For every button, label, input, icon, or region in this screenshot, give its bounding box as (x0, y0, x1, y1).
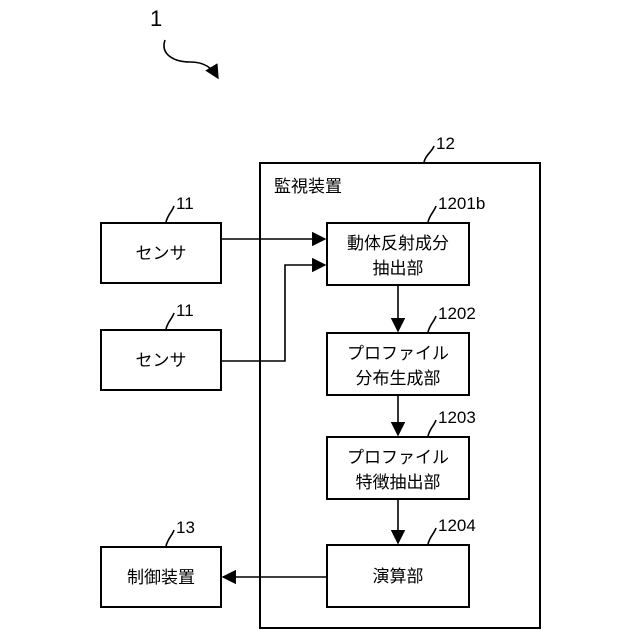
profile-feature-extractor-line2: 特徴抽出部 (356, 473, 441, 493)
control-device-ref: 13 (176, 518, 195, 537)
profile-distribution-generator-line2: 分布生成部 (356, 369, 441, 389)
sensor-label-1: センサ (136, 244, 187, 264)
sensor-ref-2: 11 (176, 301, 194, 320)
sensor-ref-1: 11 (176, 194, 194, 213)
control-device-label: 制御装置 (127, 568, 195, 588)
figure-reference-arrow (164, 40, 218, 78)
arithmetic-unit-label: 演算部 (373, 567, 424, 587)
monitoring-device-ref: 12 (436, 134, 455, 153)
moving-reflection-extractor-line1: 動体反射成分 (347, 234, 449, 254)
moving-reflection-extractor-line2: 抽出部 (373, 259, 424, 279)
control-device-ref-leader (166, 530, 174, 546)
block-1202-ref: 1202 (438, 304, 476, 323)
sensor-label-2: センサ (136, 351, 187, 371)
sensor-1-ref-leader (166, 206, 174, 222)
block-1201b-ref: 1201b (438, 194, 485, 213)
figure-number: 1 (150, 6, 162, 31)
block-1203-ref: 1203 (438, 408, 476, 427)
sensor-2-ref-leader (166, 313, 174, 329)
block-1204-ref: 1204 (438, 516, 476, 535)
monitoring-device-label: 監視装置 (274, 177, 342, 197)
profile-distribution-generator-line1: プロファイル (347, 344, 449, 364)
monitoring-device-ref-leader (424, 146, 434, 162)
profile-feature-extractor-line1: プロファイル (347, 448, 449, 468)
